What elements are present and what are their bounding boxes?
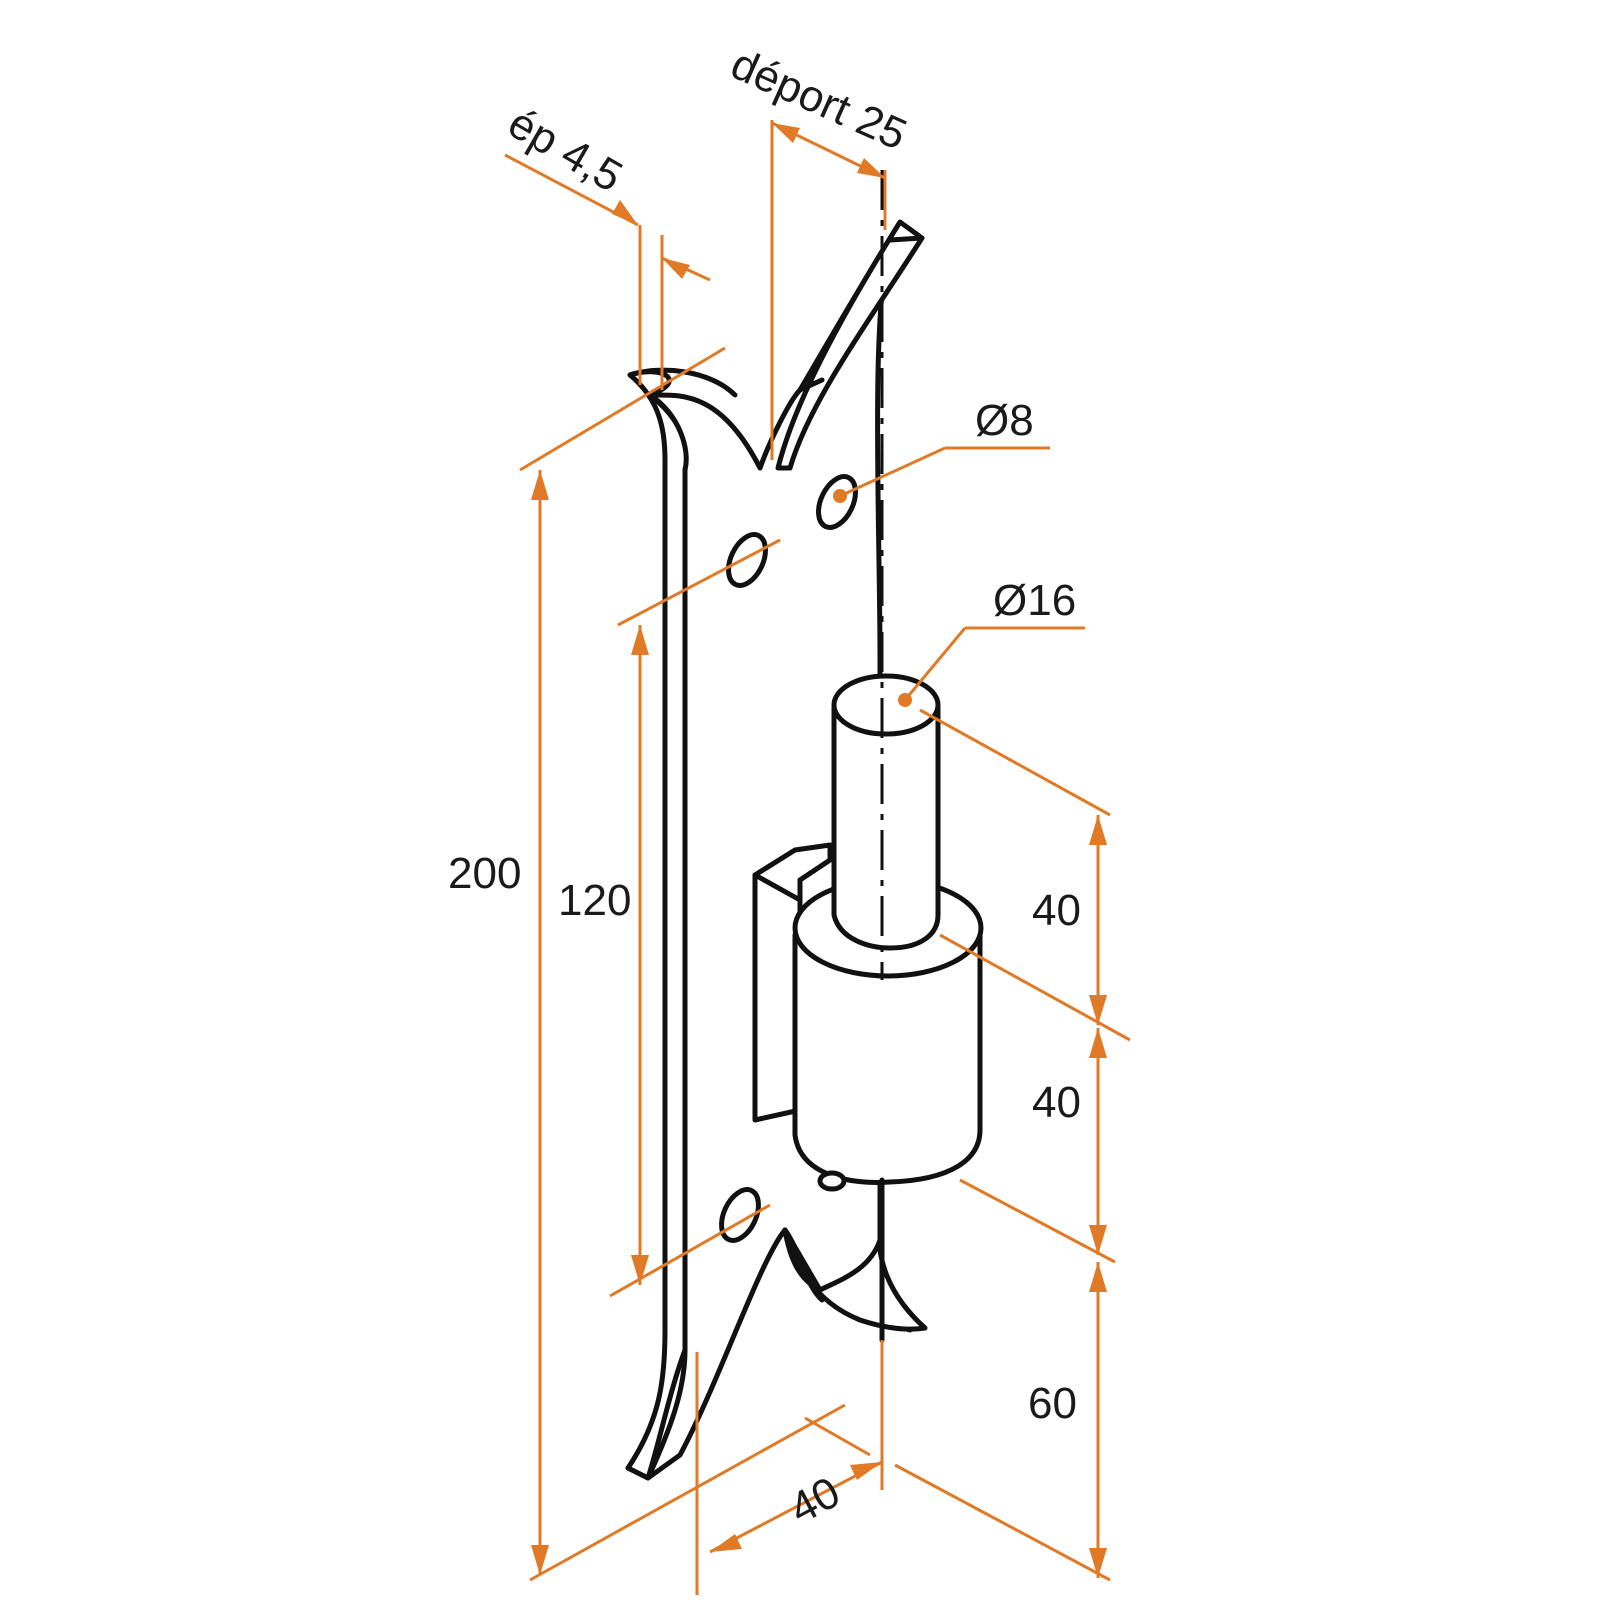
pin-top — [831, 673, 941, 737]
hole-top-left — [726, 532, 768, 588]
total-height-label: 200 — [448, 849, 521, 898]
plate-edge — [625, 369, 691, 1481]
top-horn-fold — [797, 377, 825, 393]
offset-label: déport 25 — [724, 39, 914, 159]
knuckle-cylinder — [792, 927, 983, 1185]
pin-diameter-label: Ø16 — [993, 576, 1076, 625]
bottom-height-label: 60 — [1028, 1379, 1077, 1428]
hole-spacing-label: 120 — [558, 876, 631, 925]
hole-diameter-label: Ø8 — [975, 396, 1034, 445]
hinge-pin — [831, 673, 941, 951]
pin-cylinder — [831, 705, 941, 951]
knuckle-stub — [817, 1170, 847, 1192]
dimension-lines — [504, 120, 1131, 1595]
bottom-horn-edge — [782, 1227, 825, 1303]
bottom-left-tip — [625, 1465, 651, 1481]
top-horn-tip — [887, 235, 925, 243]
hinge-knuckle — [752, 842, 984, 1192]
pin-height-label: 40 — [1032, 886, 1081, 935]
plate-width-label: 40 — [782, 1468, 848, 1534]
knuckle-height-label: 40 — [1032, 1078, 1081, 1127]
